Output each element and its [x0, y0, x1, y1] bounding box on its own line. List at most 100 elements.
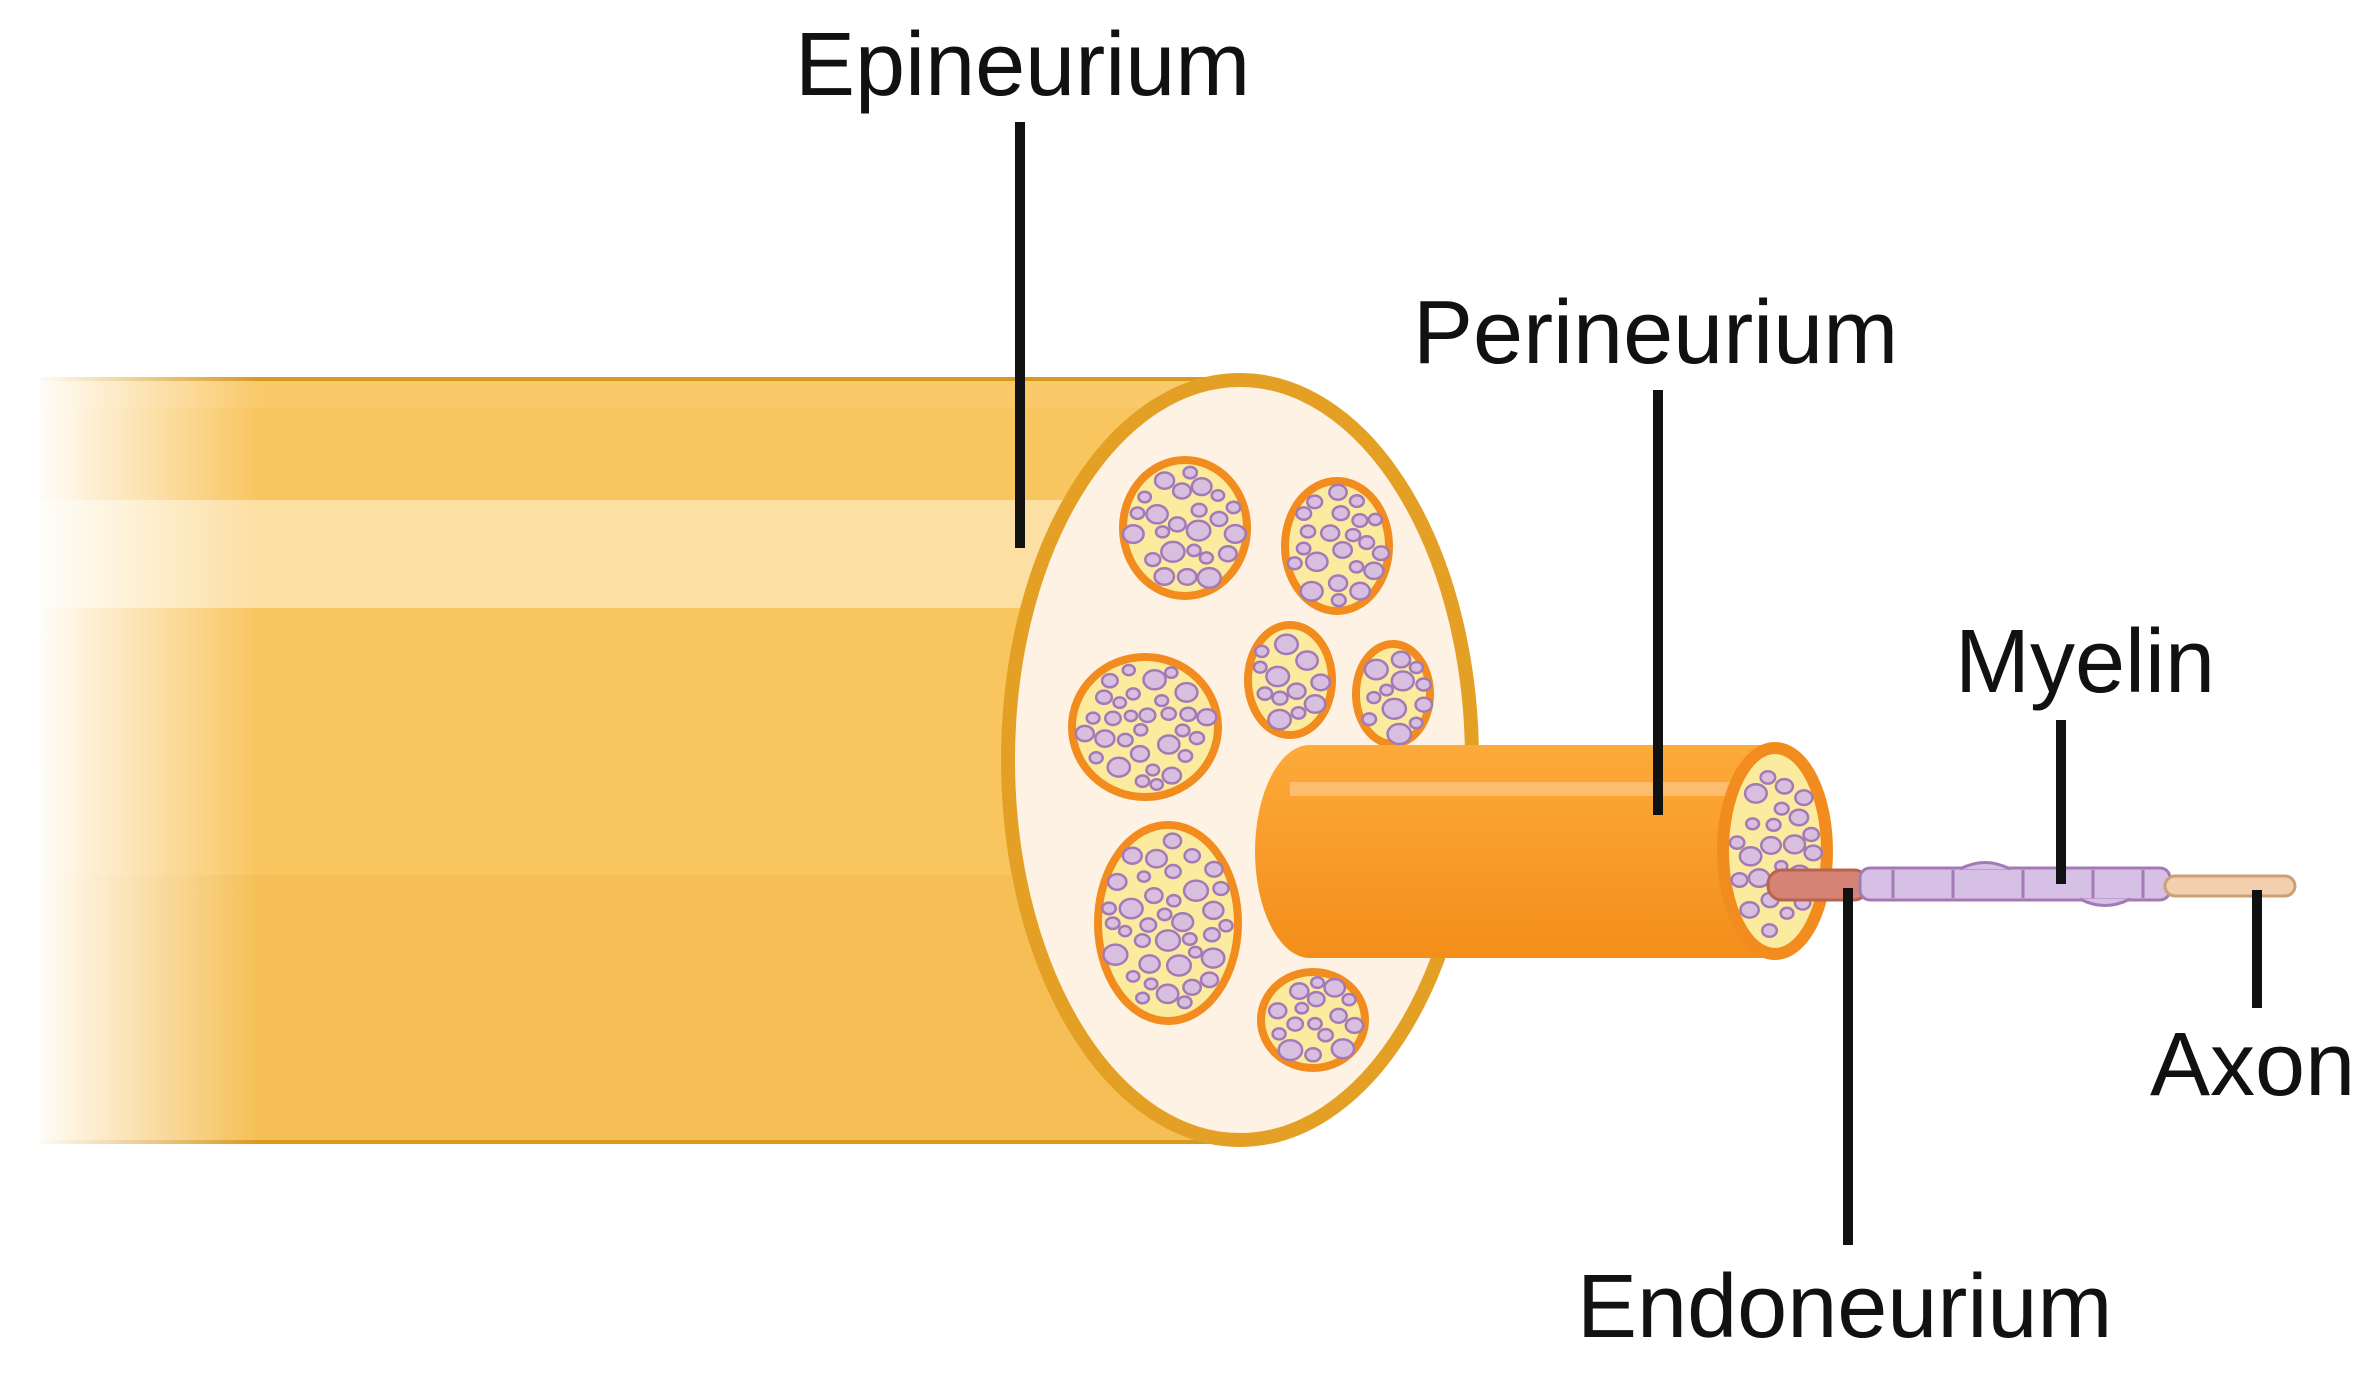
nerve-fiber-section: [1765, 817, 1782, 833]
nerve-fiber-section: [1209, 510, 1229, 528]
nerve-fiber-section: [1144, 848, 1169, 869]
nerve-fiber-section: [1332, 540, 1354, 560]
nerve-fiber-section: [1121, 524, 1145, 545]
nerve-fiber-section: [1153, 566, 1176, 587]
nerve-fiber-section: [1155, 983, 1180, 1005]
nerve-fiber-section: [1381, 697, 1408, 720]
nerve-fiber-section: [1782, 834, 1807, 855]
perineurium-highlight: [1290, 782, 1775, 796]
nerve-fiber-section: [1198, 551, 1215, 565]
nerve-fiber-section: [1123, 709, 1139, 723]
nerve-fiber-section: [1348, 494, 1366, 509]
nerve-fiber-section: [1331, 505, 1351, 522]
nerve-fiber-section: [1286, 556, 1303, 571]
nerve-fiber-section: [1366, 690, 1382, 705]
nerve-fiber-section: [1225, 500, 1242, 515]
nerve-fiber-section: [1137, 490, 1153, 504]
epineurium-fade: [30, 370, 260, 1150]
nerve-fiber-section: [1351, 512, 1369, 529]
nerve-fiber-section: [1104, 710, 1122, 727]
nerve-fiber-section: [1341, 992, 1357, 1007]
nerve-fiber-section: [1386, 722, 1413, 746]
nerve-fiber-section: [1176, 995, 1193, 1010]
nerve-fiber-section: [1162, 832, 1183, 850]
nerve-fiber-section: [1773, 801, 1790, 816]
nerve-fiber-section: [1299, 580, 1324, 602]
nerve-fiber-section: [1153, 471, 1176, 490]
nerve-fiber-section: [1218, 918, 1234, 933]
nerve-fiber-section: [1774, 777, 1795, 795]
nerve-fiber-section: [1182, 465, 1199, 480]
nerve-fiber-section: [1165, 893, 1182, 908]
nerve-fiber-section: [1156, 907, 1173, 922]
nerve-fiber-section: [1187, 945, 1203, 959]
nerve-fiber-section: [1267, 708, 1293, 731]
nerve-fiber-section: [1154, 693, 1170, 708]
nerve-fiber-section: [1390, 650, 1412, 669]
nerve-fiber-section: [1156, 734, 1181, 755]
nerve-fiber-section: [1144, 887, 1164, 905]
fascicle: [1094, 821, 1242, 1025]
nerve-fiber-section: [1361, 712, 1378, 727]
nerve-fiber-section: [1202, 900, 1225, 921]
nerve-fiber-section: [1327, 574, 1349, 593]
fascicle: [1281, 477, 1393, 615]
nerve-fiber-section: [1121, 663, 1137, 677]
nerve-fiber-section: [1371, 545, 1391, 562]
nerve-fiber-section: [1788, 808, 1810, 827]
myelin-node-group: [1891, 870, 2145, 898]
nerve-fiber-section: [1273, 633, 1300, 656]
nerve-fiber-section: [1794, 789, 1814, 807]
nerve-fiber-section: [1252, 660, 1268, 674]
nerve-fiber-section: [1121, 846, 1143, 865]
nerve-fiber-section: [1277, 1038, 1304, 1062]
nerve-fiber-section: [1190, 502, 1208, 518]
nerve-fiber-section: [1306, 990, 1326, 1008]
nerve-fiber-section: [1803, 844, 1824, 862]
nerve-fiber-section: [1190, 476, 1213, 497]
nerve-fiber-section: [1138, 707, 1157, 724]
nerve-fiber-section: [1265, 665, 1291, 688]
nerve-fiber-section: [1074, 724, 1096, 743]
nerve-fiber-section: [1317, 1027, 1335, 1043]
nerve-fiber-section: [1367, 512, 1384, 527]
nerve-fiber-section: [1135, 991, 1151, 1005]
nerve-fiber-section: [1415, 677, 1432, 692]
nerve-fiber-section: [1134, 774, 1151, 789]
nerve-fiber-section: [1271, 690, 1289, 706]
nerve-fiber-section: [1129, 744, 1151, 763]
nerve-fiber-section: [1759, 769, 1777, 785]
myelin-bulge-top: [1959, 861, 2011, 871]
perineurium-body: [1255, 745, 1775, 958]
fascicle-group: [1068, 456, 1434, 1072]
nerve-fiber-section: [1329, 1007, 1348, 1024]
nerve-fiber-section: [1408, 716, 1424, 730]
nerve-fiber-section: [1295, 541, 1312, 556]
nerve-fiber-section: [1307, 1016, 1323, 1031]
endoneurium-label: Endoneurium: [1577, 1257, 2113, 1357]
nerve-fiber-section: [1174, 681, 1199, 703]
nerve-fiber-section: [1759, 835, 1783, 855]
nerve-fiber-section: [1117, 924, 1133, 938]
nerve-fiber-section: [1217, 545, 1238, 563]
nerve-fiber-section: [1179, 706, 1198, 723]
fascicle: [1244, 621, 1336, 739]
nerve-fiber-section: [1106, 872, 1128, 891]
nerve-fiber-section: [1730, 872, 1749, 888]
nerve-fiber-section: [1100, 901, 1118, 916]
nerve-fiber-section: [1390, 670, 1416, 692]
nerve-fiber-section: [1085, 711, 1101, 725]
nerve-fiber-section: [1414, 696, 1434, 713]
nerve-fiber-section: [1177, 749, 1194, 763]
nerve-fiber-section: [1304, 1047, 1323, 1063]
nerve-fiber-section: [1106, 756, 1132, 778]
nerve-fiber-section: [1743, 782, 1768, 804]
nerve-fiber-section: [1290, 705, 1307, 720]
nerve-fiber-section: [1210, 489, 1226, 502]
nerve-fiber-section: [1163, 666, 1179, 680]
nerve-fiber-section: [1133, 722, 1149, 737]
nerve-fiber-section: [1199, 971, 1220, 989]
nerve-fiber-section: [1171, 912, 1195, 933]
nerve-fiber-section: [1143, 977, 1159, 991]
